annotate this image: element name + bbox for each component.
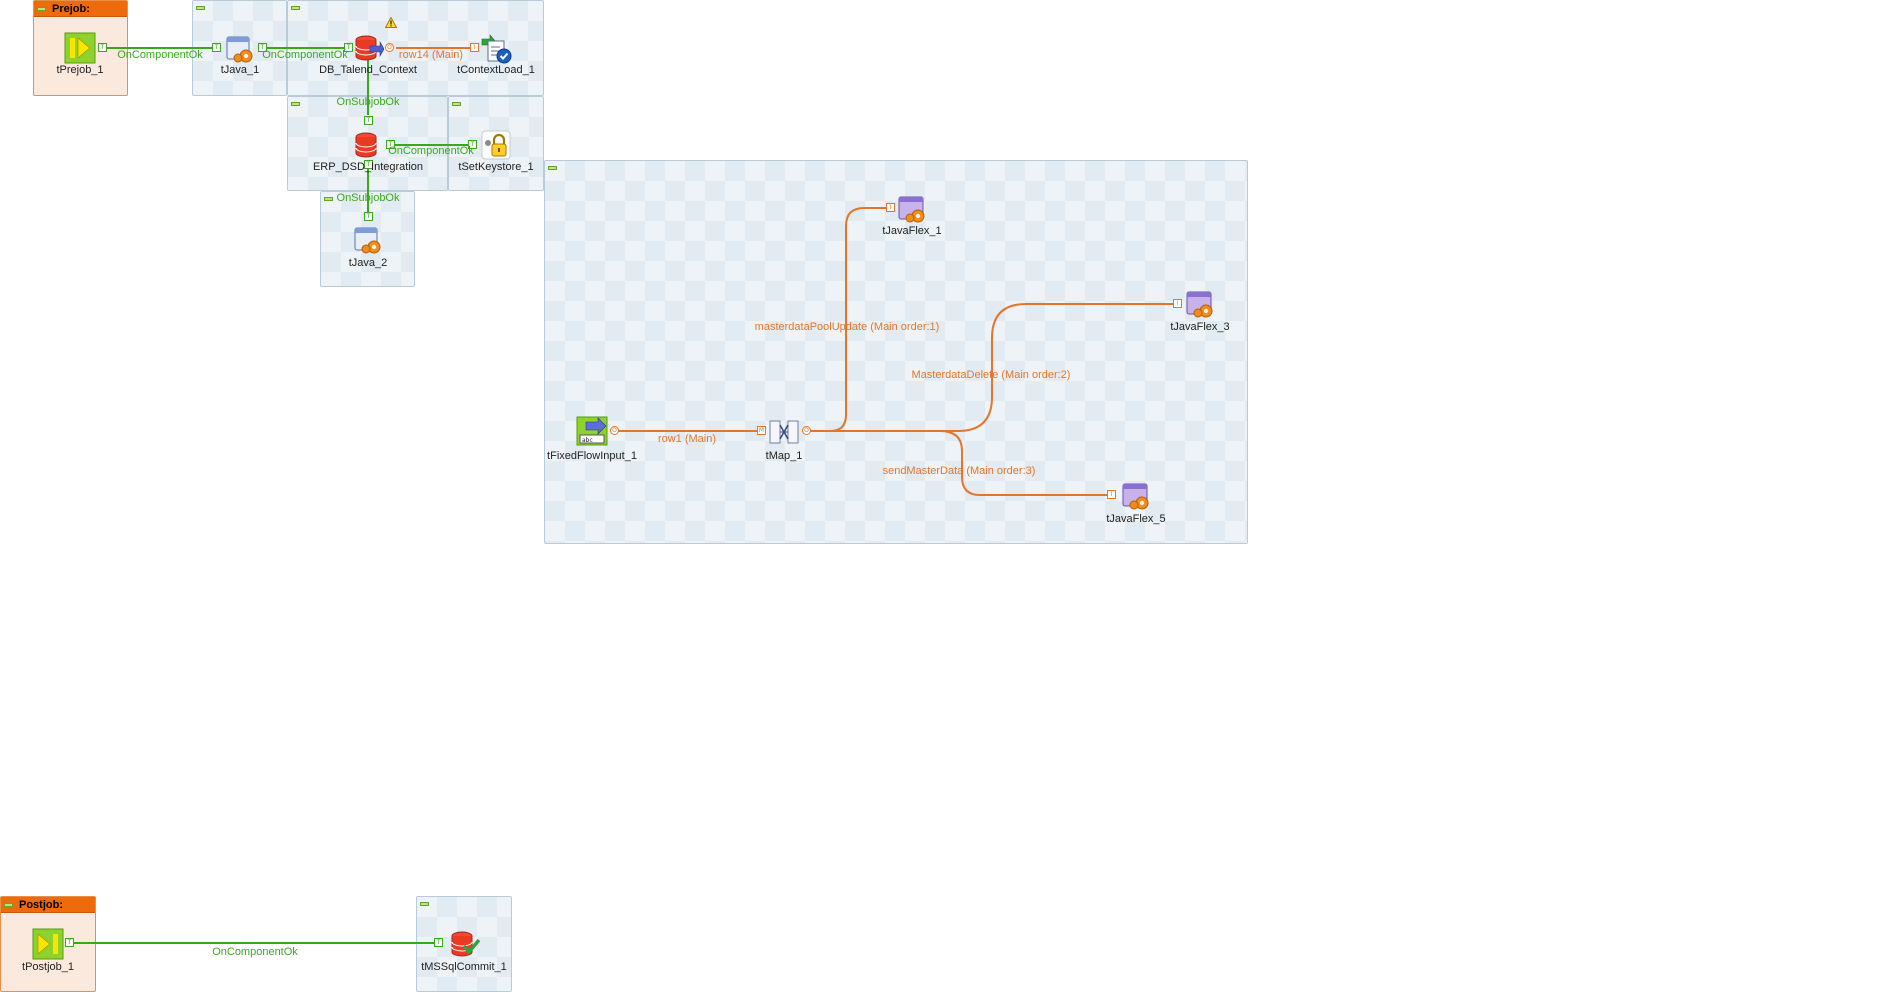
trigger-port[interactable]: T (98, 43, 107, 52)
trigger-port[interactable]: T (364, 160, 373, 169)
component-label-tpostjob-1: tPostjob_1 (22, 961, 74, 973)
component-label-tjava-1: tJava_1 (220, 64, 260, 76)
prejob-subjob-header: Prejob: (34, 1, 127, 17)
component-label-tjavaflex-1: tJavaFlex_1 (882, 225, 942, 237)
link-label-oncomponentok[interactable]: OnComponentOk (117, 49, 203, 61)
javaflex-icon[interactable] (1120, 481, 1152, 513)
collapse-toggle[interactable] (452, 102, 461, 106)
collapse-toggle[interactable] (4, 903, 13, 907)
output-port[interactable]: O (610, 426, 619, 435)
component-label-tmssqlcommit-1: tMSSqlCommit_1 (421, 961, 507, 973)
postjob-icon[interactable] (32, 928, 64, 960)
component-label-tfixedflowinput-1: tFixedFlowInput_1 (547, 450, 637, 462)
trigger-port[interactable]: T (364, 116, 373, 125)
warning-icon (385, 17, 397, 28)
database-icon[interactable] (352, 32, 384, 64)
database-icon[interactable] (352, 129, 384, 161)
output-port[interactable]: O (385, 43, 394, 52)
component-label-db-talend-context: DB_Talend_Context (319, 64, 417, 76)
java-component-icon[interactable] (352, 225, 384, 257)
java-component-icon[interactable] (224, 34, 256, 66)
tmap-icon[interactable] (768, 415, 800, 447)
link-label-row1[interactable]: row1 (Main) (657, 433, 717, 445)
component-label-erp-dsd-integration: ERP_DSD_Integration (312, 161, 424, 173)
trigger-port[interactable]: T (212, 43, 221, 52)
keystore-lock-icon[interactable] (480, 129, 512, 161)
prejob-subjob-title: Prejob: (52, 3, 90, 15)
input-port[interactable]: I (886, 203, 895, 212)
trigger-port[interactable]: T (364, 212, 373, 221)
link-label-oncomponentok[interactable]: OnComponentOk (212, 946, 298, 958)
link-label-row14[interactable]: row14 (Main) (398, 49, 464, 61)
component-label-tsetkeystore-1: tSetKeystore_1 (458, 161, 534, 173)
link-label-masterdata-delete[interactable]: MasterdataDelete (Main order:2) (911, 369, 1071, 381)
fixed-flow-input-icon[interactable]: abc (576, 415, 608, 447)
postjob-subjob-title: Postjob: (19, 899, 63, 911)
link-label-masterdata-pool-update[interactable]: masterdataPoolUpdate (Main order:1) (754, 321, 940, 333)
component-label-tmap-1: tMap_1 (765, 450, 803, 462)
trigger-port[interactable]: T (258, 43, 267, 52)
prejob-icon[interactable] (64, 32, 96, 64)
collapse-toggle[interactable] (291, 102, 300, 106)
postjob-subjob-header: Postjob: (1, 897, 95, 913)
input-port[interactable]: M (757, 426, 766, 435)
trigger-port[interactable]: T (386, 140, 395, 149)
component-label-tcontextload-1: tContextLoad_1 (457, 64, 535, 76)
context-load-icon[interactable] (480, 33, 512, 65)
collapse-toggle[interactable] (548, 166, 557, 170)
link-label-onsubjobok[interactable]: OnSubjobOk (336, 192, 400, 204)
mssql-commit-icon[interactable] (448, 928, 480, 960)
component-label-tjava-2: tJava_2 (348, 257, 388, 269)
collapse-toggle[interactable] (37, 7, 46, 11)
collapse-toggle[interactable] (291, 6, 300, 10)
collapse-toggle[interactable] (420, 902, 429, 906)
input-port[interactable]: I (1107, 490, 1116, 499)
link-label-onsubjobok[interactable]: OnSubjobOk (336, 96, 400, 108)
trigger-port[interactable]: T (434, 938, 443, 947)
link-label-oncomponentok[interactable]: OnComponentOk (388, 145, 474, 157)
trigger-port[interactable]: T (468, 140, 477, 149)
link-label-oncomponentok[interactable]: OnComponentOk (262, 49, 348, 61)
component-label-tprejob-1: tPrejob_1 (56, 64, 104, 76)
trigger-port[interactable]: T (65, 938, 74, 947)
svg-text:abc: abc (582, 437, 593, 444)
collapse-toggle[interactable] (196, 6, 205, 10)
javaflex-icon[interactable] (896, 194, 928, 226)
collapse-toggle[interactable] (324, 197, 333, 201)
output-port[interactable]: O (802, 426, 811, 435)
component-label-tjavaflex-5: tJavaFlex_5 (1106, 513, 1166, 525)
component-label-tjavaflex-3: tJavaFlex_3 (1170, 321, 1230, 333)
trigger-port[interactable]: T (344, 43, 353, 52)
javaflex-icon[interactable] (1184, 289, 1216, 321)
input-port[interactable]: I (1173, 299, 1182, 308)
input-port[interactable]: I (470, 43, 479, 52)
link-label-send-master-data[interactable]: sendMasterData (Main order:3) (882, 465, 1036, 477)
